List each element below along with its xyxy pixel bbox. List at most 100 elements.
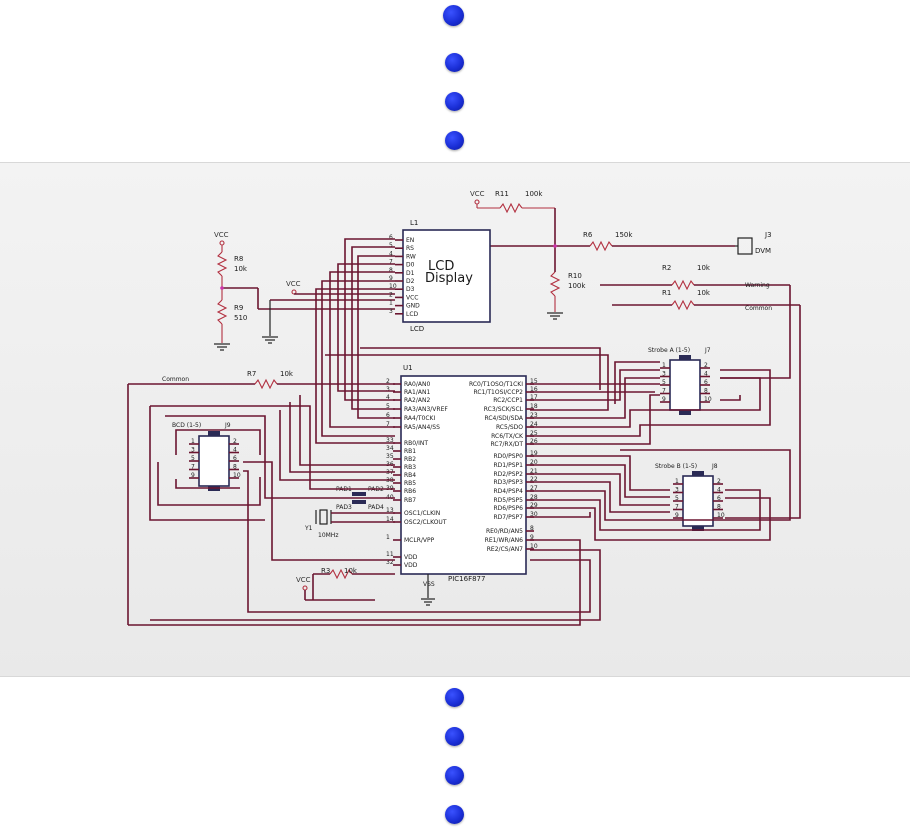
u1-left-pin-label: RB1	[404, 448, 416, 455]
u1-left-pin-number: 14	[386, 516, 394, 523]
u1-right-pin-number: 18	[530, 403, 538, 410]
bullet-dot	[443, 5, 464, 26]
svg-text:10k: 10k	[344, 567, 358, 575]
svg-text:DVM: DVM	[755, 247, 771, 255]
header-pin-number: 2	[233, 438, 237, 445]
resistor-r6: R6 150k	[490, 231, 735, 252]
header-pin-number: 4	[233, 447, 237, 454]
svg-text:R10: R10	[568, 272, 582, 280]
u1-left-pin-label: RA0/AN0	[404, 381, 430, 388]
u1-left-pin-label: OSC1/CLKIN	[404, 510, 440, 517]
lcd-pin-number: 7	[389, 259, 393, 266]
bullet-dot	[445, 727, 464, 746]
u1-right-pin-label: RD1/PSP1	[494, 462, 524, 469]
u1-left-pin-number: 5	[386, 403, 390, 410]
header-pin-number: 6	[717, 495, 721, 502]
svg-text:R11: R11	[495, 190, 509, 198]
u1-right-pin-number: 25	[530, 430, 538, 437]
u1-right-pin-number: 16	[530, 386, 538, 393]
header-pin-number: 6	[233, 455, 237, 462]
resistor-r8: VCC R8 10k	[214, 231, 248, 300]
svg-text:J8: J8	[711, 463, 718, 470]
resistor-r11: VCC R11 100k	[470, 190, 555, 214]
u1-left-pin-label: MCLR/VPP	[404, 537, 435, 544]
svg-text:R6: R6	[583, 231, 593, 239]
u1-right-pin-number: 26	[530, 438, 538, 445]
header-pin-number: 4	[704, 371, 708, 378]
u1-right-pin-label: RC0/T1OSO/T1CKI	[469, 381, 523, 388]
u1-right-pin-label: RE1/WR/AN6	[485, 537, 524, 544]
lcd-pin-number: 2	[389, 291, 393, 298]
header-pin-number: 7	[675, 504, 679, 511]
svg-text:100k: 100k	[568, 282, 586, 290]
header-pin-number: 6	[704, 379, 708, 386]
u1-left-pin-number: 34	[386, 445, 394, 452]
svg-text:Strobe A (1-5): Strobe A (1-5)	[648, 347, 690, 354]
lcd-pin-number: 1	[389, 300, 393, 307]
u1-right-pin-number: 22	[530, 476, 538, 483]
svg-text:L1: L1	[410, 219, 418, 227]
lcd-pin-label: LCD	[406, 311, 419, 318]
u1-left-pin-label: RB0/INT	[404, 440, 428, 447]
u1-right-pin-number: 27	[530, 485, 538, 492]
u1-right-pin-label: RC6/TX/CK	[491, 433, 524, 440]
lcd-pin-number: 6	[389, 234, 393, 241]
svg-text:VCC: VCC	[296, 576, 311, 584]
svg-text:10k: 10k	[697, 289, 711, 297]
lcd-pin-label: RS	[406, 245, 414, 252]
lcd-pin-label: D0	[406, 262, 415, 269]
svg-text:VSS: VSS	[423, 581, 435, 588]
u1-left-pin-number: 4	[386, 394, 390, 401]
header-pin-number: 5	[662, 379, 666, 386]
svg-text:Display: Display	[425, 271, 473, 286]
svg-text:10k: 10k	[280, 370, 294, 378]
svg-text:VCC: VCC	[470, 190, 485, 198]
bullet-dot	[445, 92, 464, 111]
u1-right-pin-label: RC2/CCP1	[493, 397, 523, 404]
u1-left-pin-label: RB6	[404, 488, 416, 495]
resistor-r3: VCC R3 10k	[296, 567, 395, 601]
svg-text:J3: J3	[764, 231, 772, 239]
u1-left-pin-number: 6	[386, 412, 390, 419]
u1-right-pin-number: 29	[530, 502, 538, 509]
svg-text:Common: Common	[745, 305, 772, 312]
header-pin-number: 9	[675, 512, 679, 519]
u1-left-pin-label: RB7	[404, 497, 416, 504]
header-pin-number: 1	[662, 362, 666, 369]
resistor-r7: R7 10k Common	[127, 370, 395, 625]
u1-right-pin-number: 19	[530, 450, 538, 457]
u1-left-pin-label: RA2/AN2	[404, 397, 430, 404]
lcd-pin-label: GND	[406, 303, 420, 310]
svg-text:R1: R1	[662, 289, 671, 297]
lcd-pin-number: 3	[389, 308, 393, 315]
svg-text:510: 510	[234, 314, 247, 322]
lcd-pin-number: 10	[389, 283, 397, 290]
u1-right-pin-label: RD3/PSP3	[494, 479, 524, 486]
lcd-pin-label: VCC	[406, 294, 418, 301]
resistor-r9: R9 510	[214, 299, 247, 351]
svg-text:10k: 10k	[697, 264, 711, 272]
lcd-pin-label: RW	[406, 253, 416, 260]
u1-right-pin-number: 9	[530, 534, 534, 541]
bullet-dot	[445, 766, 464, 785]
lcd-pin-number: 9	[389, 275, 393, 282]
u1-left-pin-label: RA4/T0CKI	[404, 415, 435, 422]
svg-text:LCD: LCD	[410, 325, 424, 333]
bullet-dot	[445, 53, 464, 72]
header-pin-number: 8	[704, 388, 708, 395]
u1-right-pin-number: 8	[530, 525, 534, 532]
lcd-pin-label: D2	[406, 278, 415, 285]
lcd-pin-label: D1	[406, 270, 415, 277]
u1-right-pin-number: 10	[530, 543, 538, 550]
svg-text:R8: R8	[234, 255, 243, 263]
header-pin-number: 9	[191, 472, 195, 479]
svg-text:PIC16F877: PIC16F877	[448, 575, 485, 583]
u1-right-pin-number: 17	[530, 394, 538, 401]
u1-left-pin-label: RB3	[404, 464, 416, 471]
resistor-r2: R2 10k Warning	[600, 264, 790, 291]
header-pin-number: 1	[675, 478, 679, 485]
svg-text:J9: J9	[224, 422, 231, 429]
microcontroller-u1: U1 PIC16F877 VSS RA0/AN02RA1/AN13RA2/AN2…	[386, 364, 538, 606]
